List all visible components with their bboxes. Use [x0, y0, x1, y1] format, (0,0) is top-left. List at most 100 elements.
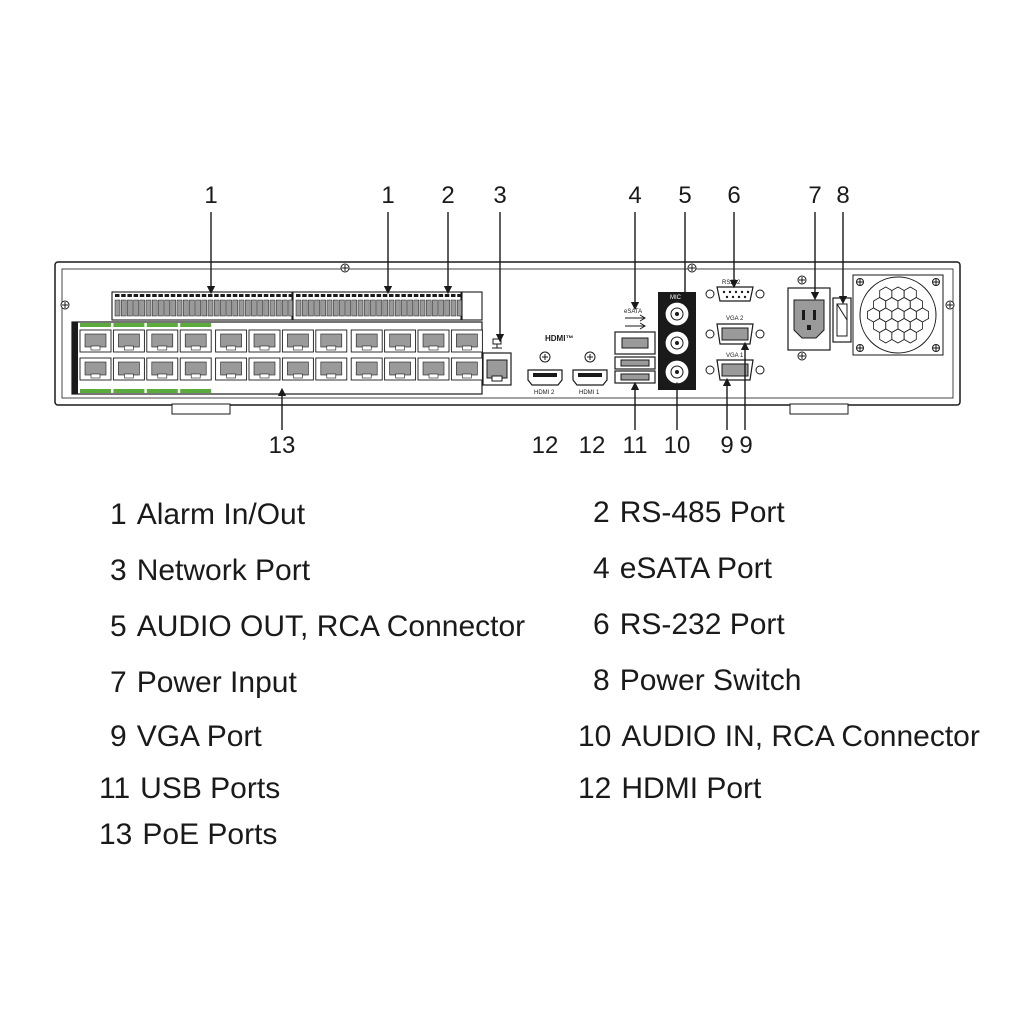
terminal-screw[interactable]: [182, 299, 189, 317]
terminal-screw[interactable]: [220, 299, 226, 317]
audio-in-rca-connector[interactable]: [664, 330, 690, 356]
audio-out-rca-connector[interactable]: [664, 301, 690, 327]
terminal-screw[interactable]: [201, 299, 208, 317]
terminal-screw[interactable]: [127, 299, 133, 317]
callout-12-right: 12: [579, 432, 606, 459]
network-port[interactable]: [482, 338, 512, 386]
legend-text: RS-232 Port: [619, 608, 785, 641]
usb-icon: [625, 322, 646, 330]
vga-port-1[interactable]: [705, 359, 765, 381]
terminal-screw[interactable]: [301, 299, 308, 317]
terminal-screw[interactable]: [213, 299, 220, 317]
terminal-label-mark: [382, 294, 388, 297]
terminal-screw[interactable]: [269, 299, 276, 317]
terminal-screw[interactable]: [450, 299, 457, 317]
terminal-screw[interactable]: [226, 299, 232, 317]
terminal-screw[interactable]: [164, 299, 170, 317]
terminal-screw[interactable]: [295, 299, 302, 317]
legend-number: 3: [110, 554, 127, 587]
terminal-screw[interactable]: [176, 299, 183, 317]
terminal-label-mark: [220, 294, 225, 297]
terminal-screw[interactable]: [413, 299, 420, 317]
terminal-screw[interactable]: [376, 299, 382, 317]
terminal-screw[interactable]: [282, 299, 288, 317]
terminal-screw[interactable]: [444, 299, 451, 317]
terminal-screw[interactable]: [326, 299, 333, 317]
mic-label: MIC: [670, 295, 682, 301]
terminal-label-mark: [457, 294, 462, 297]
hdmi-port-1[interactable]: HDMI 1: [572, 351, 608, 396]
terminal-label-mark: [364, 294, 369, 297]
terminal-screw[interactable]: [251, 299, 257, 317]
legend-text: HDMI Port: [621, 772, 762, 805]
poe-port-latch: [259, 373, 270, 379]
esata-port[interactable]: [614, 331, 656, 355]
usb-esata-section: eSATA: [614, 309, 656, 384]
terminal-screw[interactable]: [320, 299, 327, 317]
terminal-screw[interactable]: [351, 299, 358, 317]
hdmi-section: HDMI™ HDMI 2 HDMI 1: [527, 334, 608, 396]
poe-port-latch: [395, 373, 405, 379]
terminal-screw[interactable]: [151, 299, 158, 317]
terminal-screw[interactable]: [244, 299, 251, 317]
terminal-label-mark: [370, 294, 375, 297]
terminal-screw[interactable]: [394, 299, 401, 317]
audio-in-rca-connector[interactable]: [664, 359, 690, 385]
power-switch[interactable]: [832, 297, 852, 343]
terminal-label-mark: [345, 294, 351, 297]
rs232-port[interactable]: [705, 286, 765, 302]
terminal-screw[interactable]: [438, 299, 444, 317]
terminal-screw[interactable]: [238, 299, 245, 317]
hdmi1-label: HDMI 1: [579, 390, 600, 396]
terminal-screw[interactable]: [257, 299, 263, 317]
terminal-screw[interactable]: [308, 299, 314, 317]
legend-number: 2: [593, 496, 610, 529]
terminal-screw[interactable]: [139, 299, 146, 317]
terminal-screw[interactable]: [275, 299, 282, 317]
terminal-screw[interactable]: [232, 299, 239, 317]
poe-port-latch: [90, 345, 101, 351]
terminal-screw[interactable]: [425, 299, 432, 317]
terminal-screw[interactable]: [407, 299, 413, 317]
terminal-screw[interactable]: [339, 299, 345, 317]
terminal-label-mark: [320, 294, 326, 297]
screw-icon: [797, 351, 807, 361]
terminal-screw[interactable]: [401, 299, 407, 317]
terminal-screw[interactable]: [432, 299, 438, 317]
terminal-screw[interactable]: [207, 299, 214, 317]
terminal-screw[interactable]: [170, 299, 177, 317]
legend-number: 13: [99, 818, 133, 851]
terminal-screw[interactable]: [158, 299, 164, 317]
terminal-label-mark: [282, 294, 287, 297]
poe-port-latch: [293, 345, 303, 351]
legend-item-10: 10 AUDIO IN, RCA Connector: [578, 720, 980, 754]
usb-port[interactable]: [614, 356, 656, 370]
terminal-screw[interactable]: [189, 299, 195, 317]
poe-led-strip: [113, 389, 145, 393]
terminal-block[interactable]: [461, 291, 483, 321]
terminal-screw[interactable]: [195, 299, 201, 317]
hdmi-port-2[interactable]: HDMI 2: [527, 351, 563, 396]
terminal-screw[interactable]: [363, 299, 370, 317]
terminal-screw[interactable]: [357, 299, 364, 317]
terminal-screw[interactable]: [120, 299, 127, 317]
vga-port-2[interactable]: [705, 323, 765, 345]
legend-item-13: 13 PoE Ports: [99, 818, 277, 852]
terminal-screw[interactable]: [145, 299, 152, 317]
power-input-socket[interactable]: [787, 287, 831, 351]
terminal-screw[interactable]: [419, 299, 426, 317]
poe-port-latch: [124, 345, 134, 351]
terminal-screw[interactable]: [133, 299, 139, 317]
poe-port-latch: [124, 373, 134, 379]
usb-port[interactable]: [614, 370, 656, 384]
terminal-screw[interactable]: [114, 299, 121, 317]
terminal-screw[interactable]: [345, 299, 351, 317]
terminal-label-mark: [395, 294, 400, 297]
terminal-screw[interactable]: [332, 299, 339, 317]
terminal-screw[interactable]: [314, 299, 320, 317]
terminal-screw[interactable]: [263, 299, 270, 317]
terminal-screw[interactable]: [382, 299, 389, 317]
terminal-screw[interactable]: [388, 299, 395, 317]
terminal-label-mark: [401, 294, 406, 297]
terminal-screw[interactable]: [370, 299, 376, 317]
